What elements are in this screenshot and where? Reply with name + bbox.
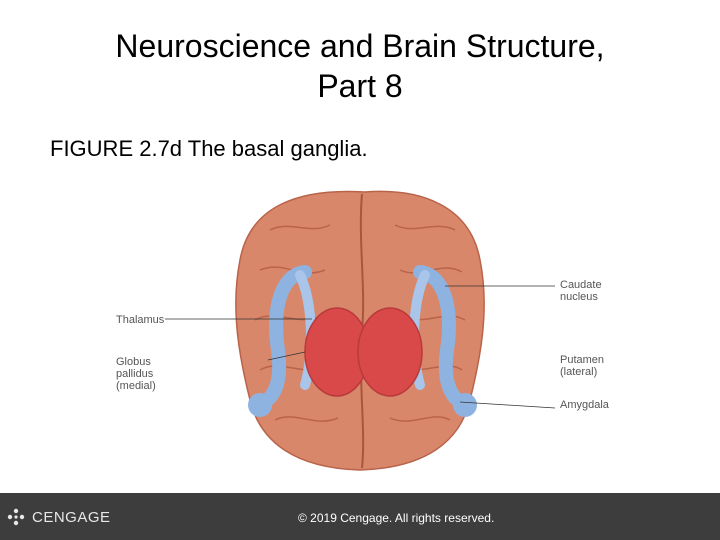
label-putamen-1: Putamen bbox=[560, 354, 604, 366]
leader-lines bbox=[165, 285, 556, 409]
title-line-1: Neuroscience and Brain Structure, bbox=[115, 28, 605, 64]
basal-ganglia-figure: Thalamus Globus pallidus (medial) Caudat… bbox=[100, 180, 620, 480]
label-caudate-1: Caudate bbox=[560, 279, 602, 291]
label-globus-3: (medial) bbox=[116, 380, 156, 392]
label-caudate-2: nucleus bbox=[560, 291, 598, 303]
title-line-2: Part 8 bbox=[317, 68, 403, 104]
label-globus-1: Globus bbox=[116, 356, 151, 368]
label-putamen-2: (lateral) bbox=[560, 366, 597, 378]
figure-caption: FIGURE 2.7d The basal ganglia. bbox=[50, 136, 368, 161]
copyright-text: © 2019 Cengage. All rights reserved. bbox=[298, 511, 495, 525]
cengage-mark-icon bbox=[7, 508, 25, 526]
cengage-logo: CENGAGE bbox=[6, 507, 111, 527]
footer-bar: CENGAGE © 2019 Cengage. All rights reser… bbox=[0, 493, 720, 540]
label-amygdala: Amygdala bbox=[560, 399, 610, 411]
label-globus-2: pallidus bbox=[116, 368, 154, 380]
label-thalamus: Thalamus bbox=[116, 314, 165, 326]
brand-name: CENGAGE bbox=[32, 508, 111, 526]
slide-title: Neuroscience and Brain Structure, Part 8 bbox=[0, 26, 720, 106]
thalamus-shape bbox=[304, 307, 423, 397]
brain-illustration: Thalamus Globus pallidus (medial) Caudat… bbox=[116, 190, 610, 471]
